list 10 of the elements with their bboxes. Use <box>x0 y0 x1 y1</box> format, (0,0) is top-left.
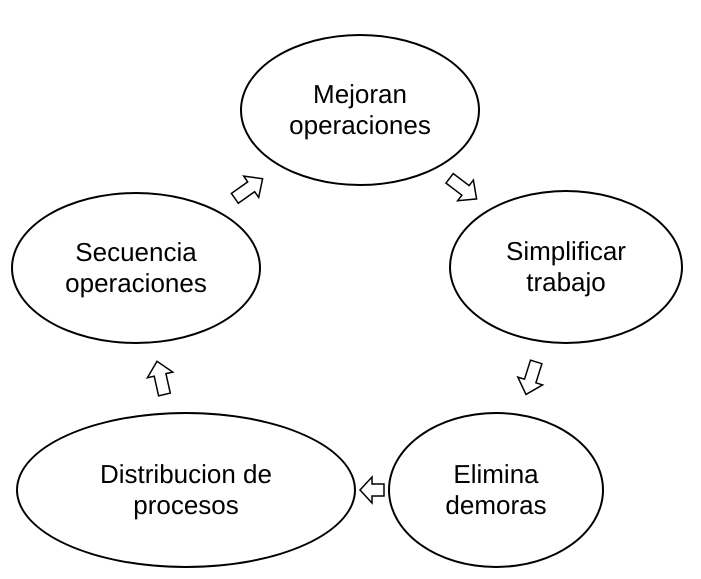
node-label: Elimina demoras <box>444 458 548 522</box>
node-label: Secuencia operaciones <box>64 236 208 300</box>
block-arrow <box>444 172 478 202</box>
node-label: Distribucion de procesos <box>99 458 273 522</box>
block-arrow <box>358 475 385 505</box>
block-arrow <box>516 359 544 396</box>
node-label: Simplificar trabajo <box>505 236 627 298</box>
block-arrow <box>146 360 175 397</box>
node-label: Mejoran operaciones <box>288 78 432 142</box>
block-arrow <box>230 175 264 204</box>
